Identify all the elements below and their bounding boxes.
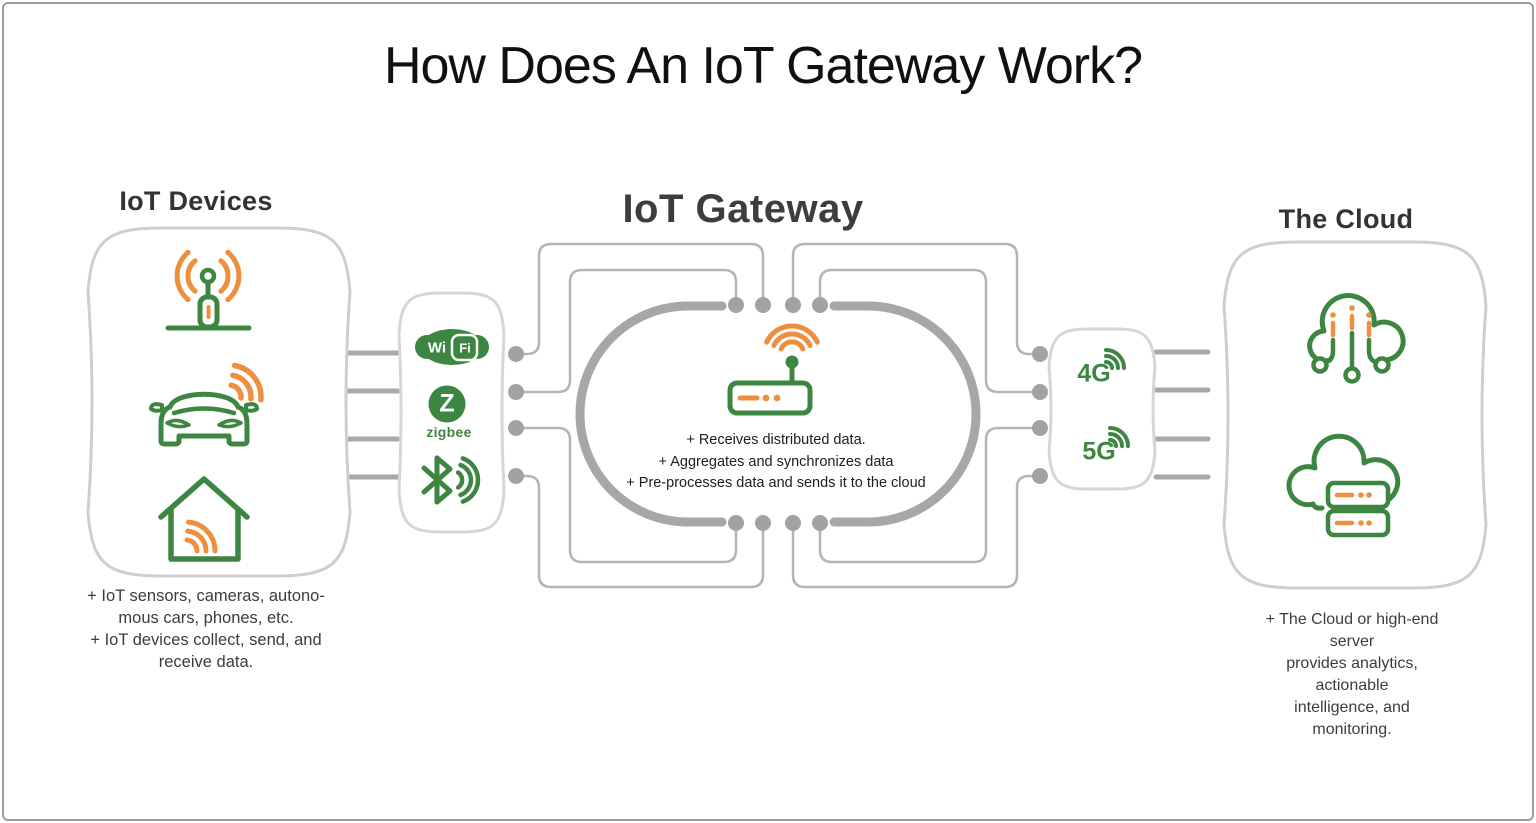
gateway-ring [575,301,981,527]
signal-4g-icon [1104,348,1126,370]
connected-car-icon [149,362,264,447]
label-5g: 5G [1082,437,1116,466]
radio-antenna-icon [165,249,252,331]
gateway-caption: + Receives distributed data. + Aggregate… [626,432,926,491]
zigbee-logo [428,385,466,423]
wire-bracket [818,268,1040,394]
bluetooth-icon [421,455,481,505]
cloud-heading: The Cloud [1278,204,1414,234]
wifi-label-wi: Wi [427,339,447,357]
connector-rungs-left [345,350,401,480]
wifi-logo [415,329,489,365]
page-title: How Does An IoT Gateway Work? [383,37,1143,95]
cloud-network-icon [1307,293,1406,384]
wire-bracket [516,268,738,394]
wire-bracket [516,242,765,356]
wire-bracket [516,426,738,564]
signal-5g-icon [1108,426,1130,448]
wire-brackets [516,242,1040,589]
wifi-label-fi: Fi [459,340,471,356]
connector-dots [508,297,1048,531]
cloud-panel-outline [1222,240,1488,590]
label-4g: 4G [1077,359,1111,388]
devices-heading: IoT Devices [119,186,273,216]
zigbee-label: zigbee [426,424,472,440]
devices-panel-outline [86,226,352,578]
zigbee-letter: Z [439,389,455,418]
cloud-caption: + The Cloud or high-end server provides … [1265,611,1439,738]
smart-home-icon [158,476,250,562]
wire-bracket [791,474,1040,589]
cloud-server-icon [1286,433,1401,538]
connector-rungs-right [1153,349,1211,480]
wire-bracket [791,242,1040,356]
wire-bracket [516,474,765,589]
cellular-capsule-outline [1047,327,1157,491]
wire-bracket [818,426,1040,564]
wireless-router-icon [727,323,820,416]
gateway-heading: IoT Gateway [622,187,864,231]
devices-caption: + IoT sensors, cameras, autono- mous car… [87,587,325,671]
